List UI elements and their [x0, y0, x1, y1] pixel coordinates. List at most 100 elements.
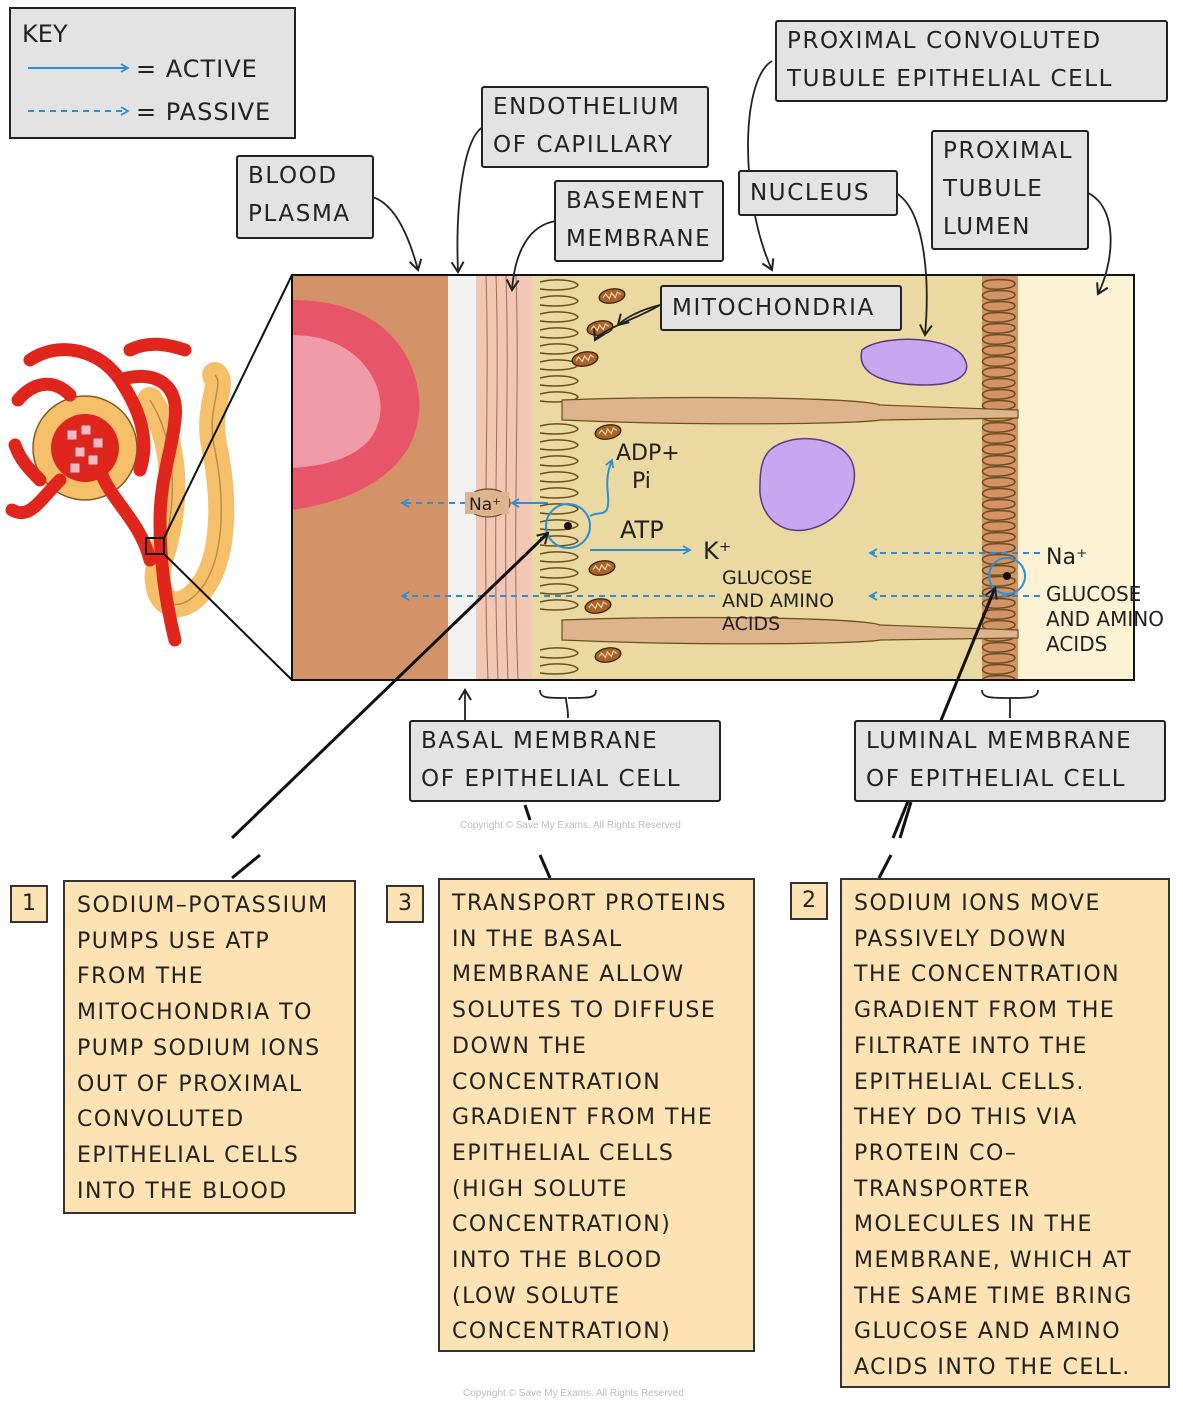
- microvillus: [981, 652, 1016, 664]
- label-pointers: [367, 60, 1112, 728]
- microvillus: [981, 454, 1016, 466]
- basal-infolding: [539, 535, 579, 547]
- k-label: K⁺: [703, 537, 731, 565]
- tubule-lumen-area: [1018, 275, 1134, 680]
- key-passive-label: = PASSIVE: [136, 98, 271, 126]
- basal-infolding: [539, 503, 579, 515]
- basal-infolding: [539, 583, 579, 595]
- microvillus: [981, 344, 1016, 356]
- step-1-text: SODIUM–POTASSIUM PUMPS USE ATP FROM THE …: [63, 880, 356, 1214]
- basal-infolding: [539, 567, 579, 579]
- microvillus: [981, 366, 1016, 378]
- basement-membrane-label: BASEMENT MEMBRANE: [554, 180, 724, 262]
- key-legend: KEY = ACTIVE = PASSIVE: [9, 7, 296, 139]
- mitochondrion: [571, 351, 599, 367]
- microvillus: [981, 311, 1016, 323]
- endothelium-layer: [448, 275, 476, 680]
- copyright-bottom: Copyright © Save My Exams. All Rights Re…: [463, 1388, 684, 1399]
- na-k-pump: [545, 503, 591, 549]
- microvillus: [981, 531, 1016, 543]
- microvillus: [981, 278, 1016, 290]
- mitochondrion: [594, 424, 622, 440]
- basal-infolding: [539, 551, 579, 563]
- transport-arrows: [400, 458, 1040, 601]
- basal-infolding: [539, 343, 579, 355]
- basement-membrane-layer: [476, 275, 532, 680]
- microvillus: [981, 355, 1016, 367]
- microvillus: [981, 674, 1016, 680]
- key-title: KEY: [22, 20, 68, 48]
- microvillus: [981, 619, 1016, 631]
- pi-label: Pi: [632, 469, 651, 494]
- basal-infolding: [539, 439, 579, 451]
- microvillus: [981, 608, 1016, 620]
- nucleus-lower: [759, 438, 856, 532]
- microvillus: [981, 553, 1016, 565]
- atp-label: ATP: [620, 516, 664, 544]
- na-luminal-label: Na⁺: [1046, 545, 1088, 570]
- microvillus: [981, 597, 1016, 609]
- basal-infolding: [539, 375, 579, 387]
- microvillus: [981, 520, 1016, 532]
- blood-plasma-label: BLOOD PLASMA: [236, 155, 374, 239]
- co-transporter: [988, 557, 1026, 595]
- microvillus: [981, 289, 1016, 301]
- adp-label: ADP+: [616, 441, 680, 466]
- copyright-top: Copyright © Save My Exams. All Rights Re…: [460, 820, 681, 831]
- step-2-number: 2: [790, 882, 828, 920]
- microvillus: [981, 586, 1016, 598]
- basal-infolding: [539, 311, 579, 323]
- microvillus: [981, 542, 1016, 554]
- microvillus: [981, 322, 1016, 334]
- basal-infolding: [539, 487, 579, 499]
- mitochondrion: [584, 598, 612, 614]
- microvillus: [981, 388, 1016, 400]
- nucleus-label: NUCLEUS: [738, 170, 898, 216]
- microvillus: [981, 421, 1016, 433]
- nucleus-upper: [860, 338, 968, 386]
- basal-infolding: [539, 599, 579, 611]
- pct-cell-label: PROXIMAL CONVOLUTED TUBULE EPITHELIAL CE…: [775, 20, 1168, 102]
- basal-infolding: [539, 647, 579, 659]
- basal-infolding: [539, 295, 579, 307]
- mitochondria-label: MITOCHONDRIA: [660, 285, 902, 331]
- basal-infolding: [539, 471, 579, 483]
- basal-infolding: [539, 391, 579, 403]
- microvillus: [981, 487, 1016, 499]
- microvillus: [981, 476, 1016, 488]
- basal-membrane-label: BASAL MEMBRANE OF EPITHELIAL CELL: [409, 720, 721, 802]
- tubule-lumen-label: PROXIMAL TUBULE LUMEN: [931, 130, 1089, 250]
- step-3-text: TRANSPORT PROTEINS IN THE BASAL MEMBRANE…: [438, 878, 755, 1352]
- microvillus: [981, 498, 1016, 510]
- mitochondrion: [594, 647, 622, 663]
- microvillus: [981, 432, 1016, 444]
- microvillus: [981, 663, 1016, 675]
- microvillus: [981, 641, 1016, 653]
- basal-infolding: [539, 455, 579, 467]
- microvillus: [981, 399, 1016, 411]
- microvillus: [981, 443, 1016, 455]
- endothelium-label: ENDOTHELIUM OF CAPILLARY: [481, 86, 709, 168]
- step-3-number: 3: [386, 885, 424, 923]
- microvillus: [981, 333, 1016, 345]
- luminal-membrane-label: LUMINAL MEMBRANE OF EPITHELIAL CELL: [854, 720, 1166, 802]
- mitochondrion: [598, 288, 626, 304]
- basal-infolding: [539, 663, 579, 675]
- step-2-text: SODIUM IONS MOVE PASSIVELY DOWN THE CONC…: [840, 878, 1170, 1388]
- basal-infolding: [539, 279, 579, 291]
- basal-infolding: [539, 327, 579, 339]
- na-basal-label: Na⁺: [469, 495, 501, 515]
- nephron-illustration: [5, 274, 293, 681]
- basal-infolding: [539, 519, 579, 531]
- cross-section: [292, 275, 1134, 680]
- key-active-label: = ACTIVE: [136, 55, 258, 83]
- atp-hydrolysis-arrow: [589, 458, 615, 517]
- microvillus: [981, 377, 1016, 389]
- basal-infolding: [539, 423, 579, 435]
- microvillus: [981, 509, 1016, 521]
- microvillus: [981, 465, 1016, 477]
- microvillus: [981, 300, 1016, 312]
